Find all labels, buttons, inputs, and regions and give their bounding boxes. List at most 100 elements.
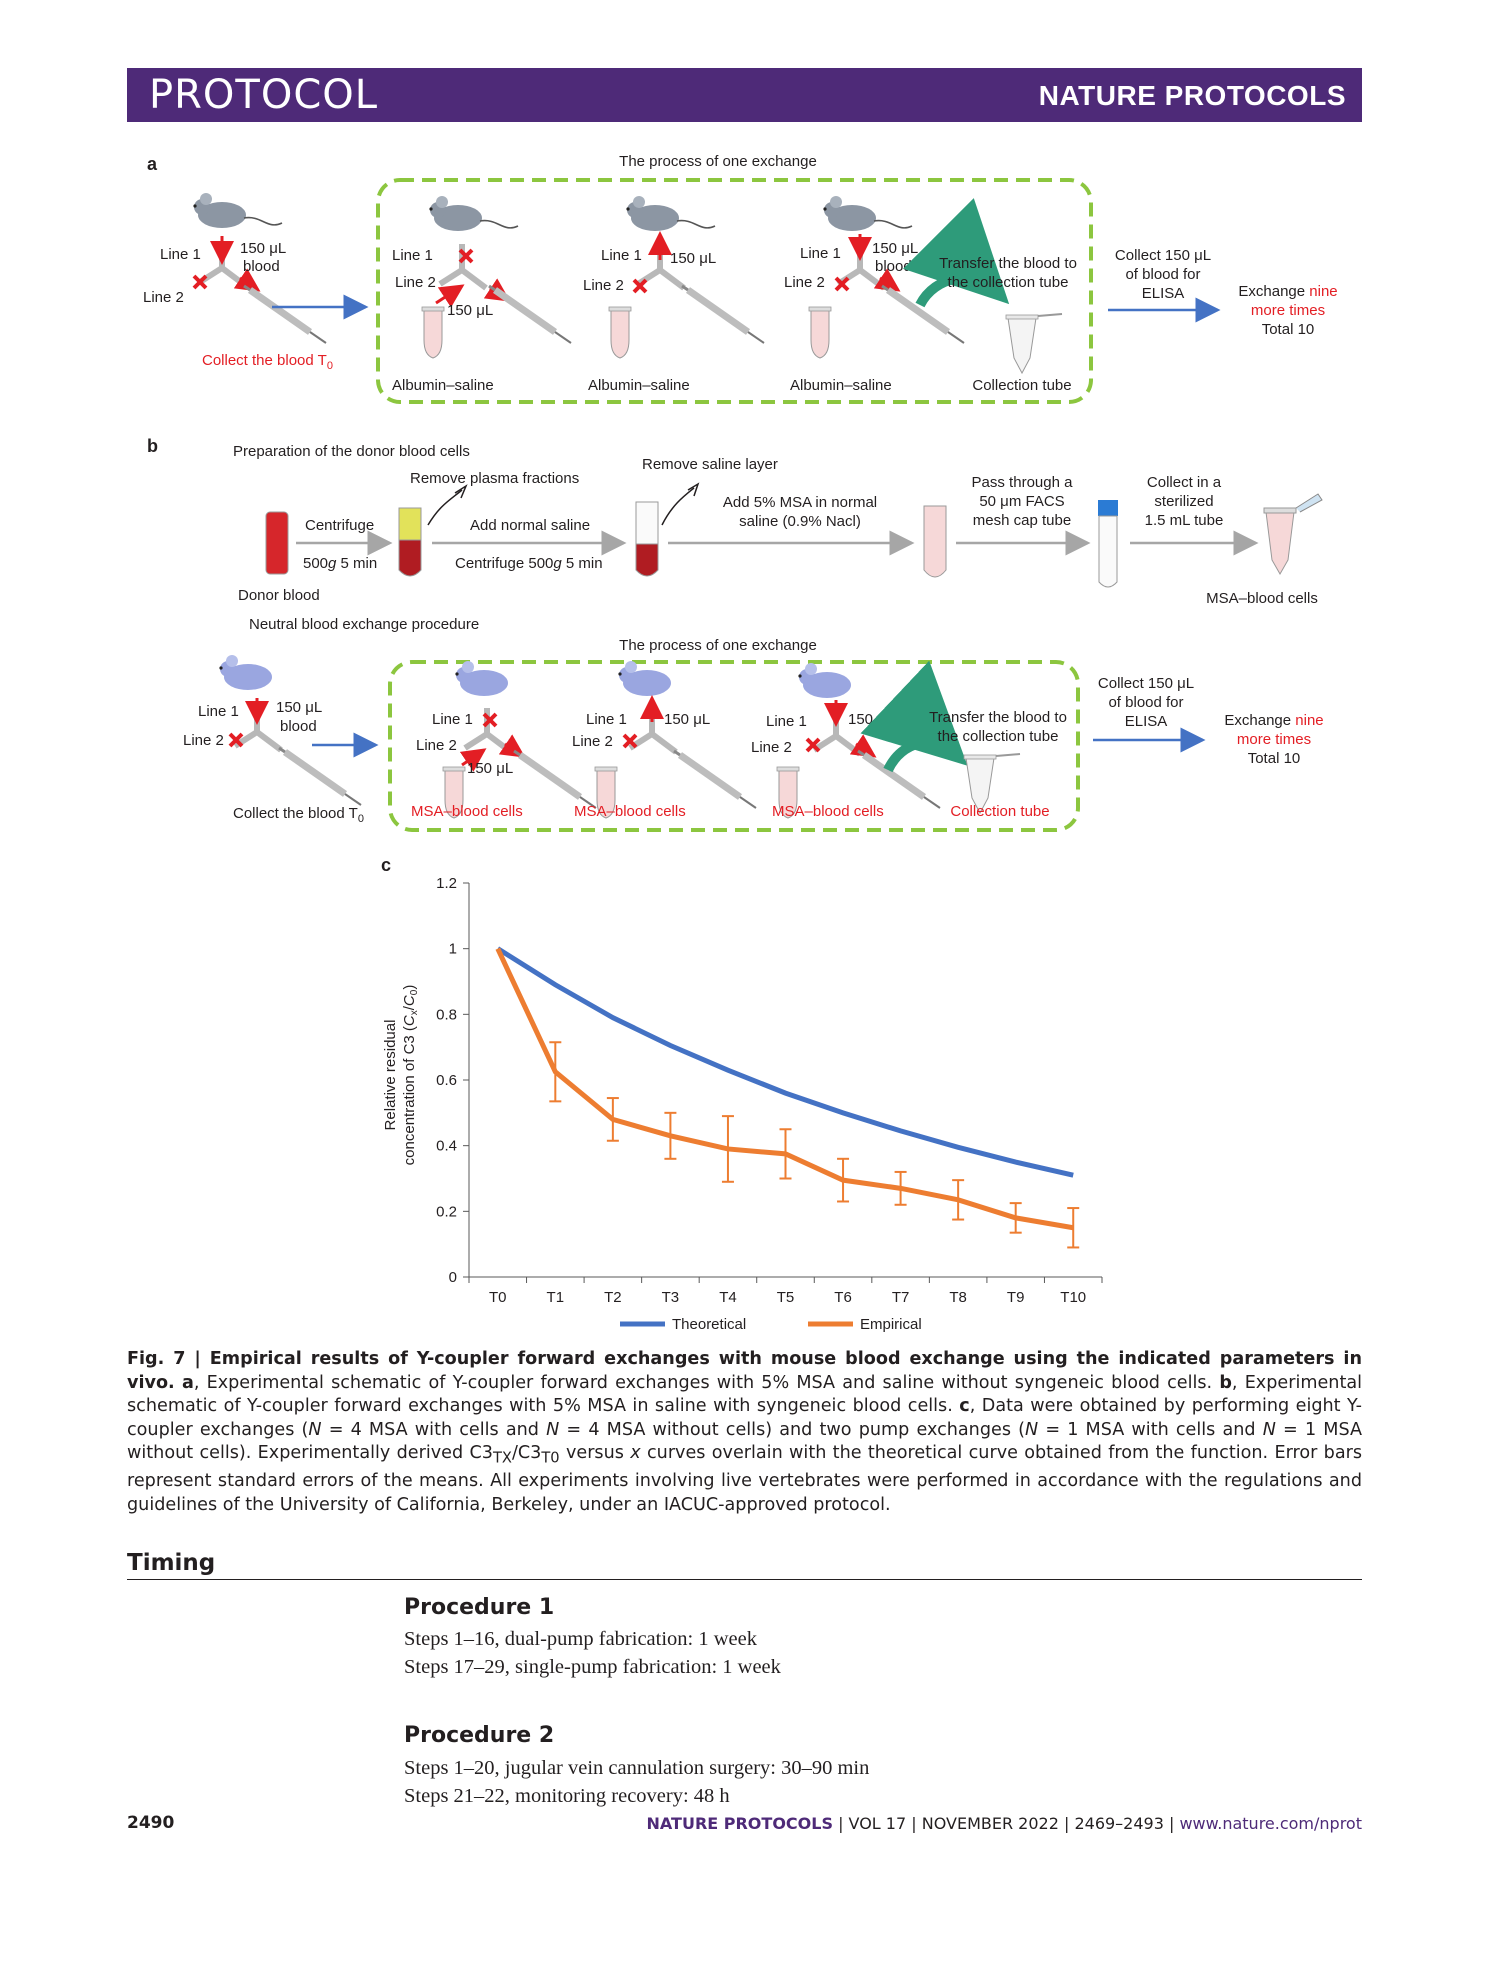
volume-label: 150 μL <box>467 760 513 777</box>
collect-elisa-label-2: of blood for <box>1125 266 1200 283</box>
x-tick-label: T10 <box>1060 1289 1086 1306</box>
line2-label: Line 2 <box>784 274 825 291</box>
exchange-label: Exchange nine <box>1238 283 1337 300</box>
sterile-label-1: Collect in a <box>1147 474 1222 491</box>
y-axis-label-line2: concentration of C3 (Cx/C0) <box>401 985 420 1166</box>
section-divider <box>127 1579 1362 1580</box>
collect-elisa-label-1: Collect 150 μL <box>1098 675 1194 692</box>
remove-arrow-icon <box>661 487 695 526</box>
collect-t0-label: Collect the blood T0 <box>233 805 364 825</box>
y-tick-label: 0.6 <box>436 1072 457 1089</box>
prep-title: Preparation of the donor blood cells <box>233 443 470 460</box>
x-tick-label: T0 <box>489 1289 507 1306</box>
line1-label: Line 1 <box>160 246 201 263</box>
eppendorf-tube-icon <box>1265 511 1295 576</box>
mouse-icon <box>798 663 851 698</box>
exchange-label: Exchange nine <box>1224 712 1323 729</box>
panel-b-letter: b <box>147 436 158 456</box>
line1-label: Line 1 <box>800 245 841 262</box>
albumin-saline-label: Albumin–saline <box>588 377 690 394</box>
blood-word-label: blood <box>243 258 280 275</box>
caption-c-text: curves overlain with the theoretical cur… <box>127 1443 1363 1515</box>
caption-letter-c: c <box>959 1396 970 1416</box>
collection-tube-label: Collection tube <box>972 377 1071 394</box>
donor-blood-label: Donor blood <box>238 587 320 604</box>
cell-layer-icon <box>398 539 422 577</box>
msa-blood-cells-label: MSA–blood cells <box>411 803 523 820</box>
arrow-head-icon <box>454 484 468 499</box>
caption-c-text: = 4 MSA without cells) and two pump exch… <box>559 1419 1026 1440</box>
neutral-title: Neutral blood exchange procedure <box>249 616 479 633</box>
footer-volume: VOL 17 <box>848 1814 907 1833</box>
y-tick-label: 0.2 <box>436 1203 457 1220</box>
legend-theoretical-label: Theoretical <box>672 1316 746 1333</box>
cell-layer-icon <box>635 543 659 577</box>
panel-c-letter: c <box>381 855 391 875</box>
line1-label: Line 1 <box>392 247 433 264</box>
more-times-label: more times <box>1251 302 1325 319</box>
caption-a-text: , Experimental schematic of Y-coupler fo… <box>193 1372 1213 1393</box>
panel-a-letter: a <box>147 154 158 174</box>
pass-label-3: mesh cap tube <box>973 512 1071 529</box>
caption-c-text: = 4 MSA with cells and <box>321 1419 547 1440</box>
pass-label-2: 50 μm FACS <box>979 493 1064 510</box>
footer-pages: 2469–2493 <box>1074 1814 1164 1833</box>
caption-sub: T0 <box>541 1449 560 1467</box>
total-label: Total 10 <box>1262 321 1315 338</box>
saline-layer-icon <box>635 501 659 545</box>
footer-date: NOVEMBER 2022 <box>921 1814 1059 1833</box>
add-msa-label-1: Add 5% MSA in normal <box>723 494 877 511</box>
plasma-layer-icon <box>398 507 422 541</box>
y-tick-label: 0 <box>449 1269 457 1286</box>
x-tick-label: T1 <box>547 1289 565 1306</box>
eppendorf-rim-icon <box>1263 507 1297 514</box>
line1-label: Line 1 <box>586 711 627 728</box>
footer-sep: | <box>832 1814 849 1833</box>
caption-n: N <box>1025 1419 1039 1440</box>
panel-a-process-title: The process of one exchange <box>619 153 817 170</box>
line2-label: Line 2 <box>416 737 457 754</box>
procedure-1-step: Steps 1–16, dual-pump fabrication: 1 wee… <box>404 1628 757 1650</box>
line1-label: Line 1 <box>601 247 642 264</box>
footer-url-link[interactable]: www.nature.com/nprot <box>1179 1814 1362 1833</box>
caption-n: N <box>308 1419 322 1440</box>
volume-label: 150 μL <box>670 250 716 267</box>
mouse-icon <box>625 195 716 232</box>
volume-label: 150 μL <box>664 711 710 728</box>
x-tick-label: T5 <box>777 1289 795 1306</box>
y-axis-label-line1: Relative residual <box>382 1020 399 1131</box>
volume-label: 150 μL <box>872 240 918 257</box>
transfer-label-2: the collection tube <box>938 728 1059 745</box>
volume-label: 150 μL <box>447 302 493 319</box>
collect-elisa-label-3: ELISA <box>1125 713 1168 730</box>
x-tick-label: T9 <box>1007 1289 1025 1306</box>
syringe-icon <box>244 286 326 343</box>
flow-arrow-icon <box>435 284 465 308</box>
donor-blood-tube-icon <box>265 511 289 575</box>
x-tick-label: T3 <box>662 1289 680 1306</box>
figure-7: a The process of one exchange Line 1 Lin… <box>143 153 1338 1333</box>
centrifuge-speed-label: 500g 5 min <box>303 555 377 572</box>
syringe-icon <box>279 748 361 805</box>
footer-citation: NATURE PROTOCOLS | VOL 17 | NOVEMBER 202… <box>647 1814 1363 1833</box>
albumin-tube-icon <box>808 306 832 359</box>
collection-tube-label: Collection tube <box>950 803 1049 820</box>
line2-label: Line 2 <box>751 739 792 756</box>
eppendorf-lid-icon <box>1295 493 1323 513</box>
panel-b-process-title: The process of one exchange <box>619 637 817 654</box>
remove-arrow-icon <box>427 489 463 526</box>
footer-journal: NATURE PROTOCOLS <box>646 1814 833 1833</box>
collection-tube-icon <box>1005 313 1063 374</box>
caption-letter-b: b <box>1219 1372 1232 1393</box>
blood-word-label: blood <box>875 258 912 275</box>
centrifuge2-label: Centrifuge 500g 5 min <box>455 555 603 572</box>
footer-sep: | <box>906 1814 922 1833</box>
y-tick-label: 0.4 <box>436 1138 457 1155</box>
empirical-series-line <box>495 947 1074 1231</box>
mouse-icon <box>428 195 519 232</box>
footer-sep: | <box>1163 1814 1180 1833</box>
msa-tube-icon <box>923 505 947 578</box>
syringe-icon <box>682 286 764 343</box>
volume-label: 150 μL <box>848 711 894 728</box>
